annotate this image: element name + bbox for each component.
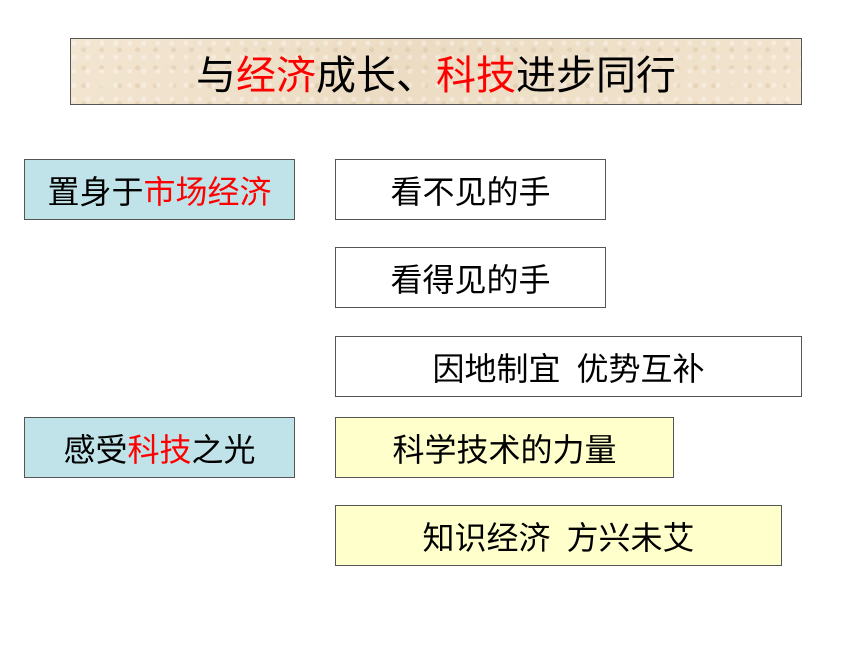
topic-label: 看不见的手 (390, 172, 551, 211)
topic-label-a: 知识经济 (422, 518, 551, 557)
topic-local-conditions[interactable]: 因地制宜优势互补 (335, 336, 802, 397)
title-text-3: 进步同行 (516, 52, 676, 99)
topic-visible-hand[interactable]: 看得见的手 (335, 247, 606, 308)
category-plain-text: 感受 (63, 430, 128, 469)
title-highlight-economy: 经济 (236, 52, 316, 99)
topic-label-b: 优势互补 (576, 349, 705, 388)
topic-power-of-science[interactable]: 科学技术的力量 (335, 417, 674, 478)
title-highlight-technology: 科技 (436, 52, 516, 99)
topic-label: 看得见的手 (390, 260, 551, 299)
category-technology[interactable]: 感受科技之光 (24, 417, 295, 478)
category-plain-text: 置身于 (47, 172, 144, 211)
topic-label: 科学技术的力量 (392, 430, 617, 469)
category-after-text: 之光 (191, 430, 256, 469)
title-text-2: 成长、 (316, 52, 436, 99)
category-market-economy[interactable]: 置身于市场经济 (24, 159, 295, 220)
topic-knowledge-economy[interactable]: 知识经济方兴未艾 (335, 505, 782, 566)
category-highlight-text: 科技 (127, 430, 192, 469)
topic-label-a: 因地制宜 (432, 349, 561, 388)
topic-invisible-hand[interactable]: 看不见的手 (335, 159, 606, 220)
topic-label-b: 方兴未艾 (566, 518, 695, 557)
category-highlight-text: 市场经济 (143, 172, 272, 211)
slide-title: 与经济成长、科技进步同行 (70, 38, 802, 105)
title-text-1: 与 (196, 52, 236, 99)
